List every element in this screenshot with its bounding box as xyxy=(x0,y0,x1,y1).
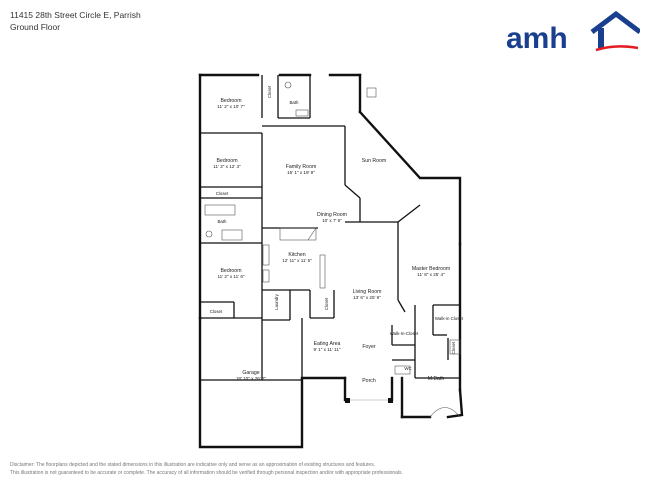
room-dims: 11' 8" x 25' 4" xyxy=(417,272,445,277)
room-name: Closet xyxy=(216,191,229,196)
room-name: Living Room xyxy=(353,289,382,295)
room-dims: 11' 2" x 10' 7" xyxy=(217,104,245,109)
room-name: Porch xyxy=(362,378,376,384)
interior-walls xyxy=(200,75,460,381)
room-name: Eating Area xyxy=(314,341,341,347)
room-name: Family Room xyxy=(286,164,317,170)
room-name: Sun Room xyxy=(362,158,387,164)
room-name: Closet xyxy=(267,85,272,98)
room-dims: 18' 10" x 26' 2" xyxy=(236,376,267,381)
amh-logo: amh xyxy=(500,8,642,55)
room-name: Closet xyxy=(324,297,329,310)
room-name: Bedroom xyxy=(216,158,237,164)
room-name: Walk-In-Closet xyxy=(390,331,419,336)
room-name: WC xyxy=(404,366,411,371)
room-name: Master Bedroom xyxy=(412,266,450,272)
fixtures xyxy=(204,81,461,418)
room-name: Bath xyxy=(217,219,227,224)
floor-label: Ground Floor xyxy=(10,22,61,32)
room-name: Kitchen xyxy=(288,252,305,258)
room-name: Foyer xyxy=(362,344,376,350)
room-dims: 9' 1" x 11' 11" xyxy=(313,347,340,352)
room-dims: 12' 11" x 11' 5" xyxy=(282,258,312,263)
logo-text: amh xyxy=(506,22,568,54)
room-name: Laundry xyxy=(274,293,279,310)
room-name: Dining Room xyxy=(317,212,347,218)
porch-posts xyxy=(345,398,393,403)
room-name: Closet xyxy=(210,309,223,314)
room-name: M.Bath xyxy=(428,376,445,382)
disclaimer-line-2: This illustration is not guaranteed to b… xyxy=(10,470,403,476)
room-name: Bedroom xyxy=(220,268,241,274)
room-name: Bedroom xyxy=(220,98,241,104)
exterior-walls xyxy=(198,73,464,449)
room-name: Bath xyxy=(289,100,299,105)
room-name: Walk-in Closet xyxy=(435,316,464,321)
room-dims: 11' 2" x 11' 6" xyxy=(217,274,244,279)
property-address: 11415 28th Street Circle E, Parrish xyxy=(10,10,141,20)
room-dims: 11' 2" x 12' 3" xyxy=(213,164,241,169)
room-dims: 10' x 7' 6" xyxy=(322,218,342,223)
room-name: Closet xyxy=(451,341,456,354)
room-dims: 15' 1" x 19' 9" xyxy=(287,170,315,175)
room-name: Garage xyxy=(242,370,259,376)
house-roof-icon xyxy=(590,10,642,52)
room-dims: 13' 6" x 25' 9" xyxy=(353,295,381,300)
room-labels: Bedroom 11' 2" x 10' 7" Closet Bath Bedr… xyxy=(210,85,464,384)
disclaimer-line-1: Disclaimer: The floorplans depicted and … xyxy=(10,462,376,468)
